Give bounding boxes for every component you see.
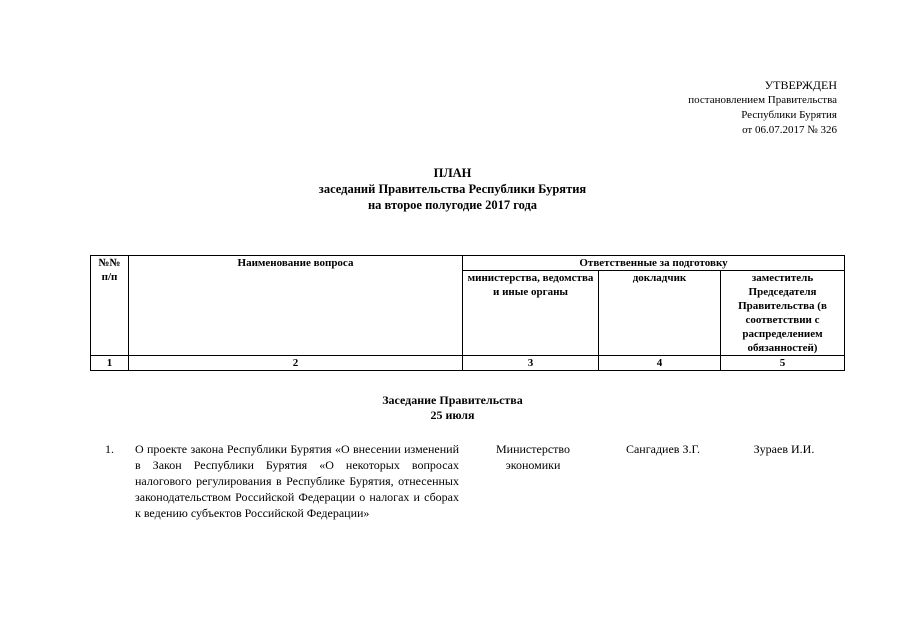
header-speaker: докладчик <box>598 270 721 356</box>
column-number: 5 <box>720 355 845 371</box>
item-question: О проекте закона Республики Бурятия «О в… <box>135 442 459 520</box>
approval-line: Республики Бурятия <box>741 109 837 121</box>
header-subrow: министерства, ведомства и иные органы до… <box>91 270 845 356</box>
document-period: на второе полугодие 2017 года <box>367 198 538 212</box>
header-deputy: заместитель Председателя Правительства (… <box>720 270 845 356</box>
header-row: №№ п/п Наименование вопроса Ответственны… <box>90 255 845 356</box>
column-number: 4 <box>598 355 721 371</box>
item-speaker: Сангадиев З.Г. <box>625 442 701 456</box>
header-num: №№ п/п <box>90 255 129 356</box>
document-title: ПЛАН <box>433 166 472 180</box>
document-title-block: ПЛАН заседаний Правительства Республики … <box>0 165 905 213</box>
item-number: 1. <box>105 442 114 456</box>
document-subtitle: заседаний Правительства Республики Бурят… <box>318 182 587 196</box>
session-title: Заседание Правительства <box>382 393 523 407</box>
item-ministry: Министерство экономики <box>496 442 570 472</box>
column-number: 1 <box>90 355 129 371</box>
header-ministries: министерства, ведомства и иные органы <box>462 270 599 356</box>
column-number: 2 <box>128 355 463 371</box>
session-date: 25 июля <box>430 408 475 422</box>
column-number-row: 1 2 3 4 5 <box>90 355 845 371</box>
header-responsible: Ответственные за подготовку <box>462 255 845 271</box>
header-question: Наименование вопроса <box>128 255 463 356</box>
approval-date: от 06.07.2017 № 326 <box>742 124 837 136</box>
column-number: 3 <box>462 355 599 371</box>
approval-line: постановлением Правительства <box>688 94 837 106</box>
session-heading: Заседание Правительства 25 июля <box>0 393 905 423</box>
item-deputy: Зураев И.И. <box>753 442 815 456</box>
approval-stamp: УТВЕРЖДЕН постановлением Правительства Р… <box>688 78 837 138</box>
approval-title: УТВЕРЖДЕН <box>764 78 837 92</box>
plan-header-table: №№ п/п Наименование вопроса Ответственны… <box>90 255 845 371</box>
